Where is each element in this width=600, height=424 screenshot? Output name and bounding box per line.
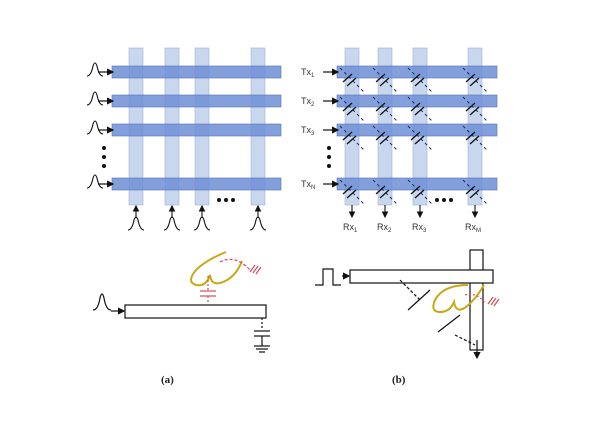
tx-label-3: Tx3	[301, 125, 315, 137]
ellipsis-dot	[217, 198, 221, 202]
capacitor-plate	[375, 185, 386, 195]
ellipsis-dot	[327, 146, 331, 150]
pulse-icon	[86, 120, 104, 135]
capacitor-plate	[346, 189, 357, 199]
ellipsis-dot	[442, 198, 446, 202]
pulse-icon	[92, 293, 112, 311]
pulse-icon	[86, 62, 104, 77]
capacitor-plate	[414, 106, 425, 116]
ellipsis-dot	[435, 198, 439, 202]
pulse-icon	[86, 174, 104, 189]
rx-label-1: Rx1	[343, 222, 358, 234]
tx-label-n: TxN	[301, 179, 315, 191]
coupling-capacitor	[200, 258, 262, 305]
capacitor-plate	[379, 189, 390, 199]
rx-label-2: Rx2	[377, 222, 392, 234]
capacitor-plate	[469, 135, 480, 145]
capacitor-plate	[465, 185, 476, 195]
row-electrode	[111, 123, 282, 137]
rx-electrode	[469, 249, 484, 351]
capacitor-plate	[375, 73, 386, 83]
ellipsis-dot	[231, 198, 235, 202]
capacitor-plate	[469, 77, 480, 87]
tx-label-1: Tx1	[301, 67, 315, 79]
square-pulse-icon	[315, 268, 341, 286]
capacitor-plate	[414, 189, 425, 199]
capacitor-plate	[465, 73, 476, 83]
ellipsis-dot	[102, 146, 106, 150]
mutual-capacitance-schematic	[315, 249, 500, 360]
capacitor-plate	[346, 106, 357, 116]
row-electrode	[111, 65, 282, 79]
pulse-icon	[249, 216, 267, 231]
capacitor-plate	[346, 77, 357, 87]
ground-icon	[254, 345, 270, 353]
capacitor-plate	[465, 131, 476, 141]
ground-hatch-icon	[249, 264, 262, 275]
capacitor-plate	[410, 185, 421, 195]
pulse-icon	[127, 216, 145, 231]
capacitor-plate	[379, 106, 390, 116]
pulse-icon	[193, 216, 211, 231]
capacitor-plate	[410, 102, 421, 112]
capacitor-plate	[379, 135, 390, 145]
capacitor-plate	[342, 185, 353, 195]
pulse-icon	[163, 216, 181, 231]
self-capacitance-grid	[86, 47, 282, 231]
ellipsis-dot	[327, 164, 331, 168]
caption-b: (b)	[392, 374, 406, 386]
capacitor-plate	[410, 73, 421, 83]
capacitor-plate	[469, 106, 480, 116]
capacitor-plate	[379, 77, 390, 87]
finger-icon	[190, 251, 243, 287]
capacitor-plate	[375, 131, 386, 141]
tx-label-2: Tx2	[301, 96, 315, 108]
electrode	[124, 304, 267, 319]
capacitor-plate	[465, 102, 476, 112]
ellipsis-dot	[102, 164, 106, 168]
ellipsis-dot	[102, 155, 106, 159]
pulse-icon	[86, 91, 104, 106]
ground-hatch-icon	[487, 296, 500, 307]
mutual-capacitance-grid	[323, 47, 498, 219]
rx-label-m: RxM	[465, 222, 481, 234]
capacitor-plate	[342, 131, 353, 141]
rx-label-3: Rx3	[412, 222, 427, 234]
ellipsis-dot	[449, 198, 453, 202]
capacitor-plate	[342, 73, 353, 83]
tx-electrode	[349, 269, 494, 284]
ellipsis-dot	[327, 155, 331, 159]
caption-a: (a)	[161, 374, 174, 386]
capacitor-plate	[410, 131, 421, 141]
finger-icon	[432, 284, 485, 314]
capacitor-plate	[414, 135, 425, 145]
capacitor-plate	[375, 102, 386, 112]
ellipsis-dot	[224, 198, 228, 202]
row-electrode	[111, 177, 282, 191]
row-electrode	[111, 94, 282, 108]
capacitor-plate	[346, 135, 357, 145]
self-capacitance-schematic	[92, 251, 270, 353]
capacitor-plate	[469, 189, 480, 199]
capacitor-plate	[342, 102, 353, 112]
capacitor-plate	[414, 77, 425, 87]
